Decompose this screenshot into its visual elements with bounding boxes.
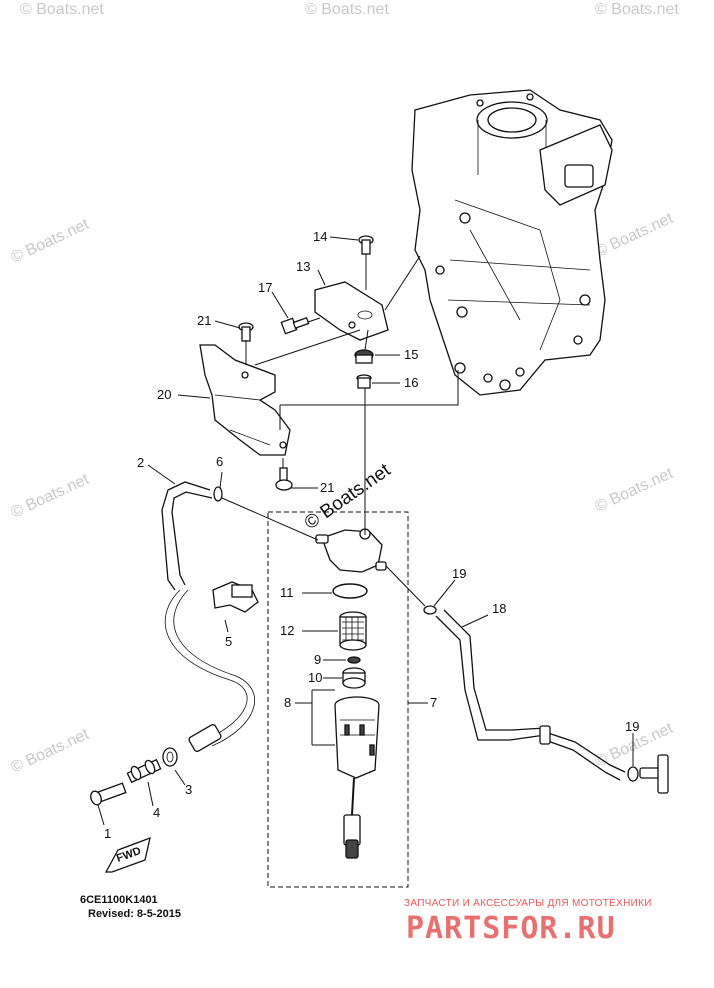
assembly-7-box bbox=[267, 511, 409, 888]
revision-date: Revised: 8-5-2015 bbox=[88, 908, 181, 920]
fwd-arrow: FWD bbox=[104, 836, 151, 873]
callout-16: 16 bbox=[404, 375, 418, 390]
callout-4: 4 bbox=[153, 805, 160, 820]
clip-3 bbox=[162, 747, 178, 767]
callout-5: 5 bbox=[225, 634, 232, 649]
callout-6: 6 bbox=[216, 454, 223, 469]
t-joint bbox=[639, 754, 669, 794]
leader-lines bbox=[97, 236, 634, 826]
watermark: © Boats.net bbox=[595, 1, 679, 18]
clamp-5 bbox=[212, 581, 259, 613]
watermark: © Boats.net bbox=[9, 726, 93, 777]
bracket-13 bbox=[314, 281, 389, 341]
bracket-20 bbox=[199, 344, 291, 456]
watermark: © Boats.net bbox=[20, 1, 104, 18]
shop-branding: ЗАПЧАСТИ И АКСЕССУАРЫ ДЛЯ МОТОТЕХНИКИ PA… bbox=[404, 898, 652, 946]
fuel-filter-assembly bbox=[267, 511, 409, 888]
bolt-21-lower bbox=[275, 467, 293, 491]
callout-12: 12 bbox=[280, 623, 294, 638]
bolt-17 bbox=[280, 316, 310, 335]
intake-manifold bbox=[411, 89, 613, 396]
watermark: © Boats.net bbox=[593, 465, 677, 516]
clip-6 bbox=[213, 486, 223, 502]
shop-logo: PARTSFOR.RU bbox=[406, 911, 616, 946]
callout-10: 10 bbox=[308, 670, 322, 685]
collar-16 bbox=[356, 374, 372, 389]
callout-18: 18 bbox=[492, 601, 506, 616]
callout-9: 9 bbox=[314, 652, 321, 667]
callout-21-lower: 21 bbox=[320, 480, 334, 495]
connector-1 bbox=[90, 782, 127, 806]
callout-numbers: 1 2 3 4 5 6 7 8 9 10 11 12 13 14 15 16 1… bbox=[104, 229, 639, 841]
hose-2 bbox=[161, 481, 255, 752]
hose-18 bbox=[435, 609, 626, 781]
callout-8: 8 bbox=[284, 695, 291, 710]
bolt-21-upper bbox=[238, 322, 254, 342]
clip-19-upper bbox=[423, 605, 437, 615]
callout-15: 15 bbox=[404, 347, 418, 362]
watermark: © Boats.net bbox=[9, 216, 93, 267]
callout-3: 3 bbox=[185, 782, 192, 797]
callout-14: 14 bbox=[313, 229, 327, 244]
callout-20: 20 bbox=[157, 387, 171, 402]
callout-2: 2 bbox=[137, 455, 144, 470]
shop-tagline: ЗАПЧАСТИ И АКСЕССУАРЫ ДЛЯ МОТОТЕХНИКИ bbox=[404, 898, 652, 909]
callout-11: 11 bbox=[280, 585, 294, 600]
callout-17: 17 bbox=[258, 280, 272, 295]
callout-1: 1 bbox=[104, 826, 111, 841]
watermark: © Boats.net bbox=[305, 1, 389, 18]
callout-19-upper: 19 bbox=[452, 566, 466, 581]
grommet-15 bbox=[354, 349, 374, 364]
diagram-code: 6CE1100K1401 bbox=[80, 894, 158, 906]
watermark: © Boats.net bbox=[9, 471, 93, 522]
bolt-14 bbox=[358, 235, 374, 255]
watermark-center: © Boats.net bbox=[301, 459, 395, 534]
watermark: © Boats.net bbox=[593, 210, 677, 261]
callout-13: 13 bbox=[296, 259, 310, 274]
callout-21-upper: 21 bbox=[197, 313, 211, 328]
callout-19-lower: 19 bbox=[625, 719, 639, 734]
clip-19-lower bbox=[627, 766, 639, 782]
callout-7: 7 bbox=[430, 695, 437, 710]
joint-4 bbox=[126, 758, 162, 784]
